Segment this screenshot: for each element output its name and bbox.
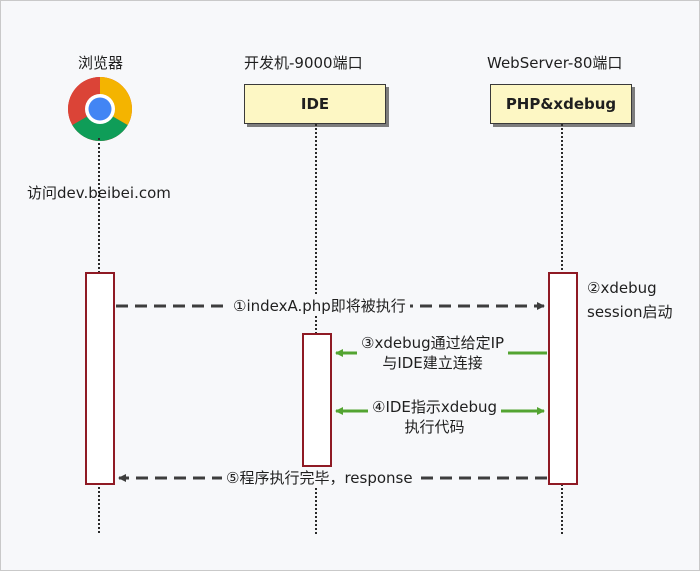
msg-xdebug-connect-line2: 与IDE建立连接 (382, 354, 483, 372)
ide-box: IDE (244, 84, 386, 124)
msg-ide-command: ④IDE指示xdebug 执行代码 (368, 397, 502, 437)
ide-box-label: IDE (300, 95, 330, 113)
msg-xdebug-connect-line1: ③xdebug通过给定IP (361, 334, 505, 352)
browser-title: 浏览器 (78, 54, 124, 72)
browser-activation (85, 272, 115, 485)
ide-activation (302, 333, 332, 467)
ide-lane-title: 开发机-9000端口 (244, 54, 363, 72)
msg-indexa-exec: ①indexA.php即将被执行 (229, 296, 410, 316)
server-lane-title: WebServer-80端口 (487, 54, 623, 72)
browser-visit-note: 访问dev.beibei.com (27, 184, 171, 202)
chrome-icon (68, 77, 132, 141)
msg-xdebug-connect: ③xdebug通过给定IP 与IDE建立连接 (357, 333, 509, 373)
msg-response: ⑤程序执行完毕，response (222, 468, 417, 488)
xdebug-session-note-line2: session启动 (587, 303, 673, 321)
xdebug-session-note-line1: ②xdebug (587, 279, 657, 297)
msg-ide-command-line1: ④IDE指示xdebug (372, 398, 498, 416)
server-activation (548, 272, 578, 485)
ide-lifeline (315, 124, 317, 534)
php-xdebug-box: PHP&xdebug (490, 84, 632, 124)
php-xdebug-box-label: PHP&xdebug (505, 95, 617, 113)
msg-ide-command-line2: 执行代码 (404, 418, 465, 436)
